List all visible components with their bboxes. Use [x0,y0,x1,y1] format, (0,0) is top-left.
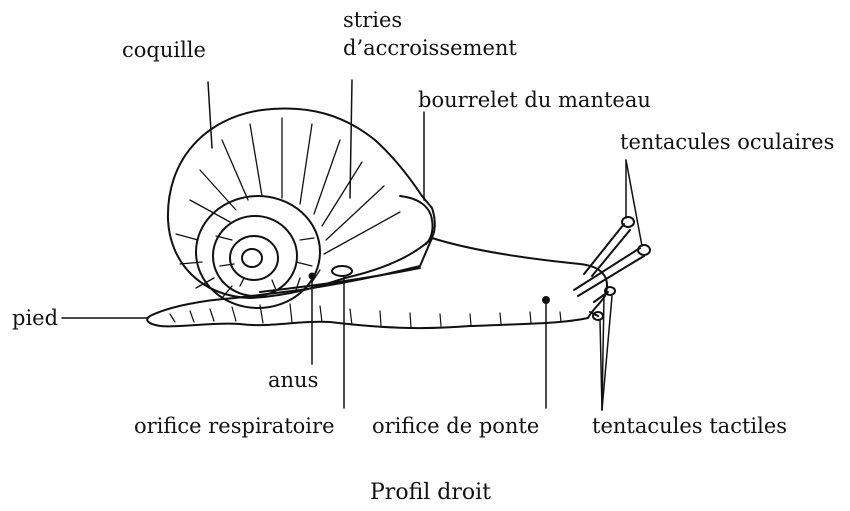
label-tentacules-tactiles: tentacules tactiles [592,416,787,437]
label-stries-line2: d’accroissement [343,38,517,59]
label-coquille: coquille [122,40,206,61]
label-anus: anus [268,370,318,391]
label-orifice-respiratoire: orifice respiratoire [134,416,335,437]
snail-foot-outline [147,238,607,328]
label-bourrelet: bourrelet du manteau [418,90,651,111]
label-tentacules-oculaires: tentacules oculaires [620,132,834,153]
leader-lines [62,80,642,410]
growth-striae [176,118,400,298]
respiratory-orifice [332,266,352,276]
label-pied: pied [12,308,58,329]
genital-orifice [543,297,549,303]
eye-tentacle-1 [584,224,624,274]
figure-caption: Profil droit [370,482,491,504]
shell-outline [168,108,435,298]
eye-tentacle-2b [578,256,644,296]
anus-dot [310,274,315,279]
label-orifice-ponte: orifice de ponte [372,416,539,437]
label-stries-line1: stries [343,10,402,31]
